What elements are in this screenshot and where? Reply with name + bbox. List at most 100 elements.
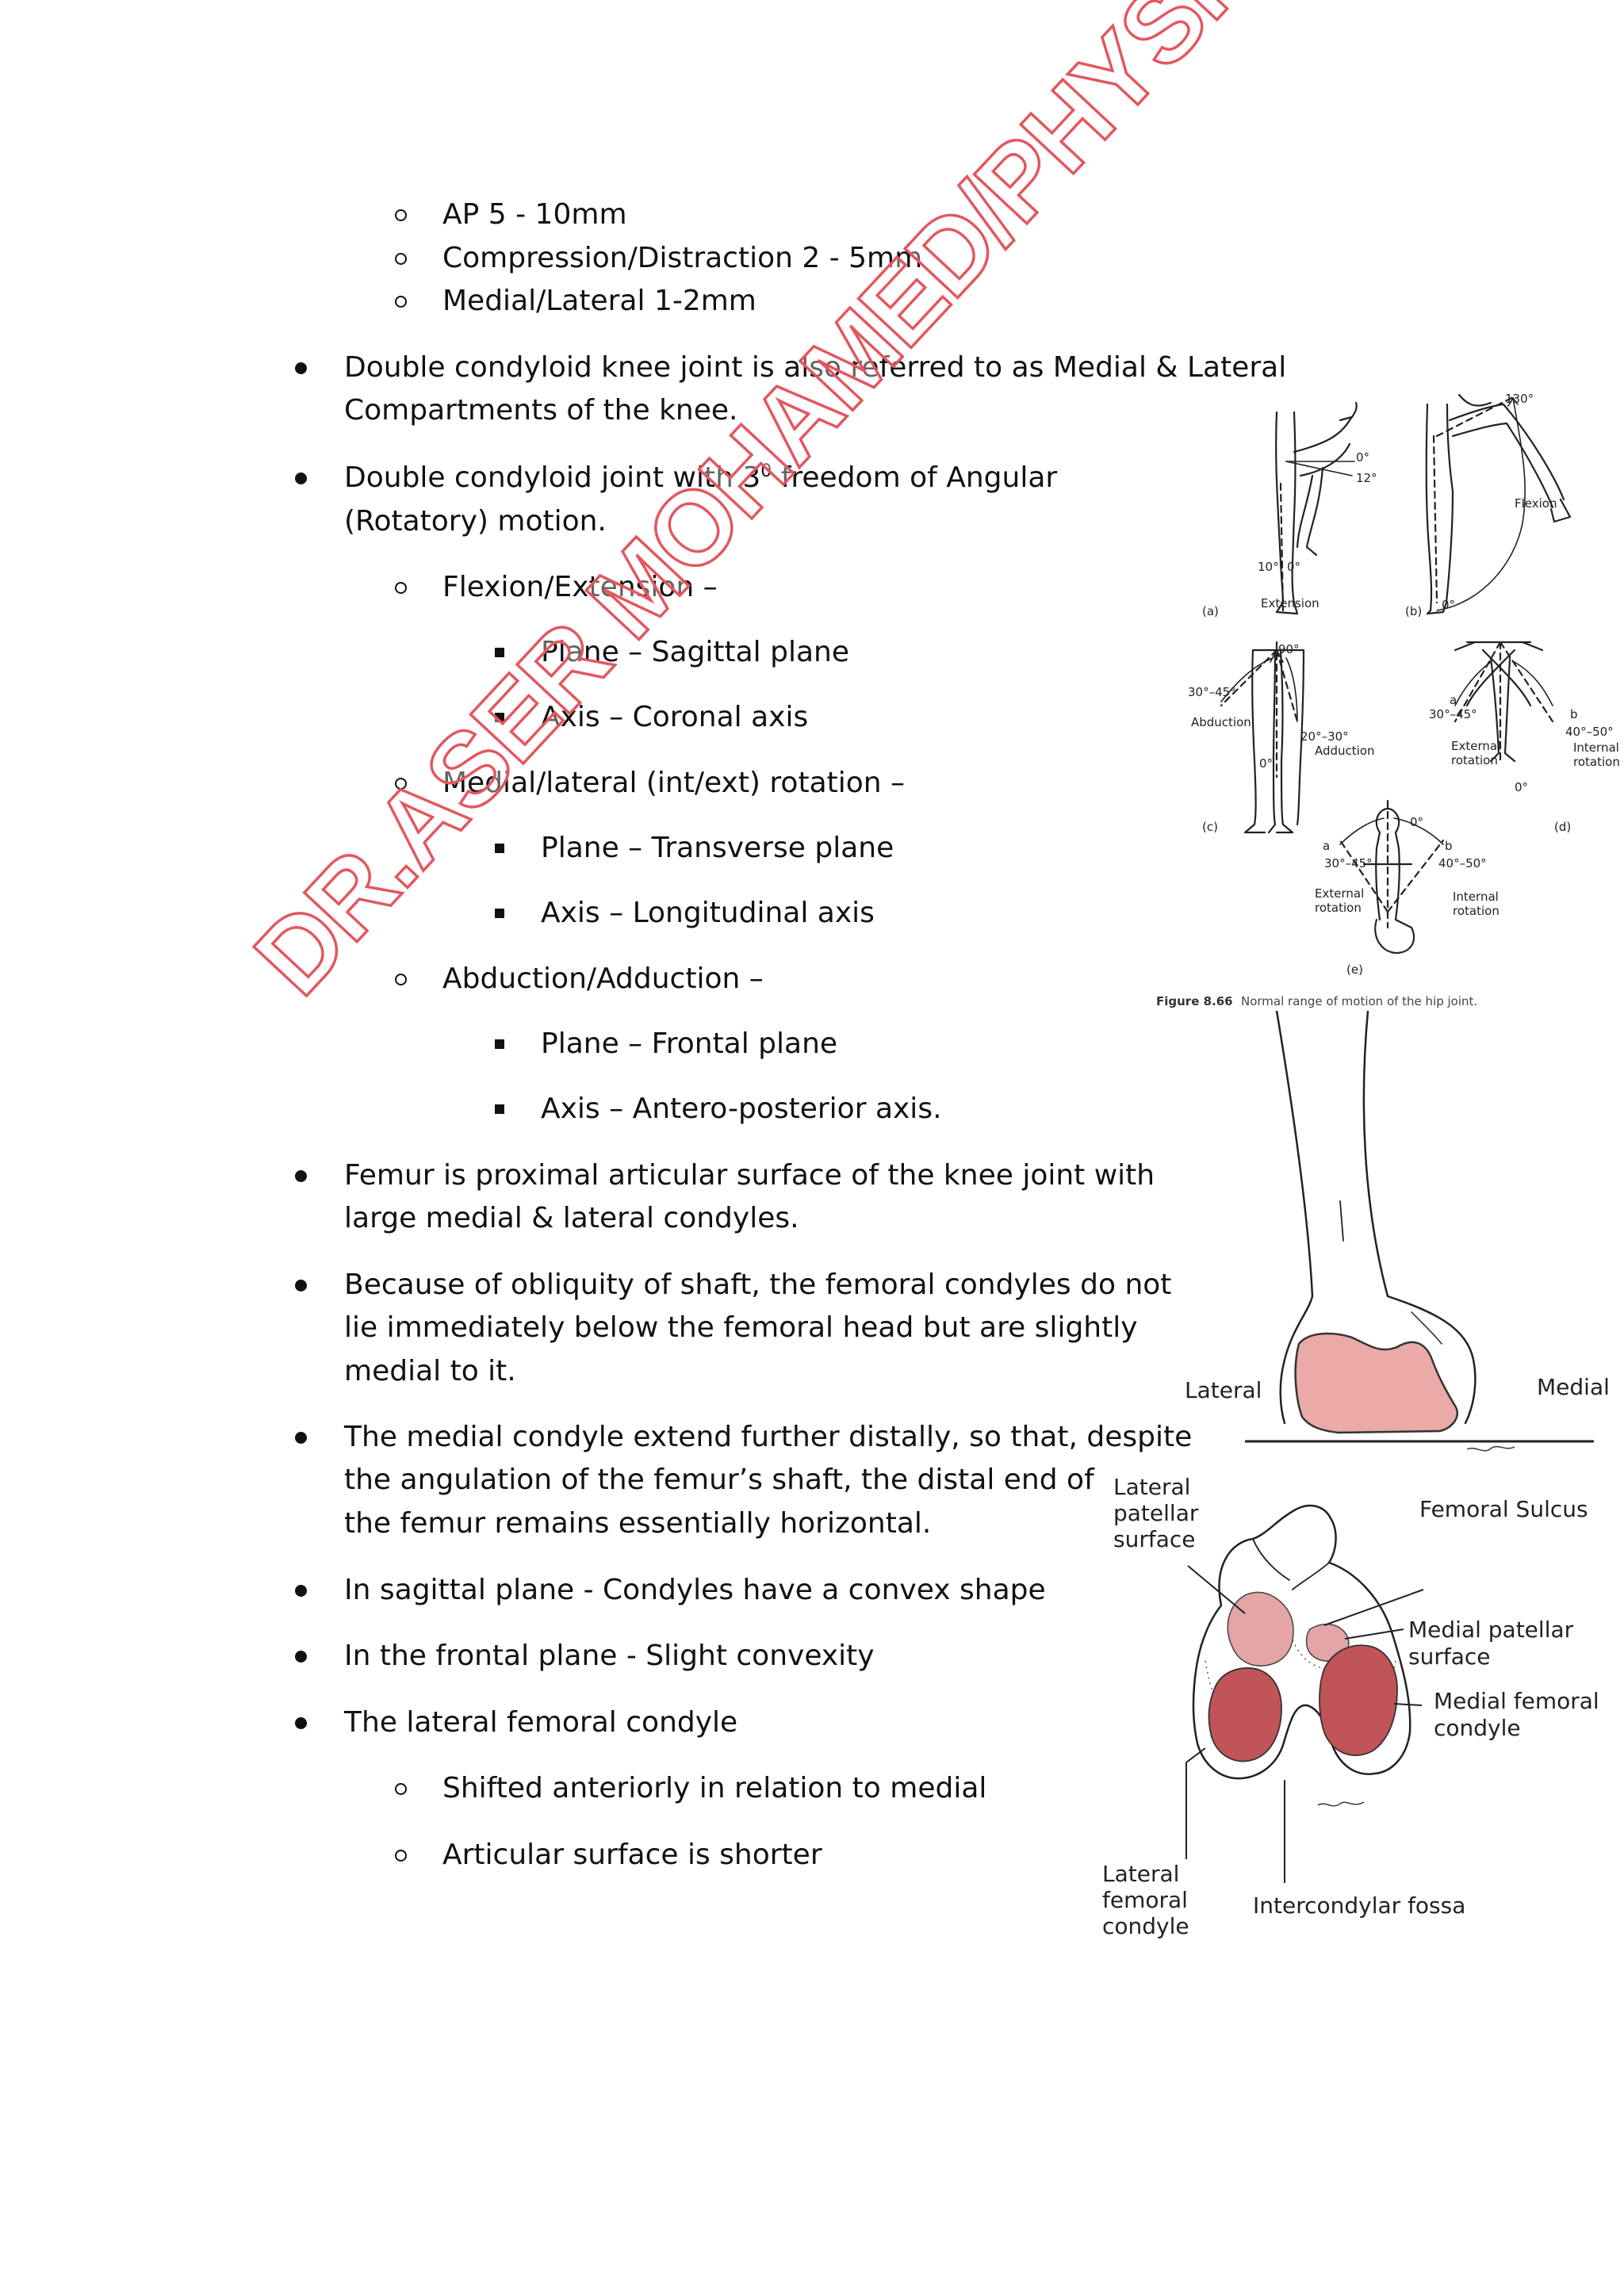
label-lateral-patellar-3: surface [1113, 1526, 1195, 1552]
panel-e-b: b [1445, 839, 1453, 853]
panel-c-3045: 30°–45° [1188, 685, 1236, 699]
bullet-square [495, 1104, 504, 1114]
artist-signature [1466, 1445, 1515, 1452]
line-text: Femur is proximal articular surface of t… [344, 1159, 1155, 1192]
label-intercondylar-fossa: Intercondylar fossa [1253, 1892, 1465, 1919]
bullet-circle [395, 582, 407, 594]
text-line: AP 5 - 10mm [442, 193, 627, 236]
panel-a-extension: Extension [1261, 596, 1320, 610]
panel-e-external: External [1315, 886, 1364, 901]
line-text: Double condyloid knee joint is also refe… [344, 351, 1287, 384]
panel-e-drawing [1362, 807, 1415, 955]
text-line: The lateral femoral condyle [344, 1701, 737, 1744]
panel-c-adduction: Adduction [1315, 744, 1375, 758]
line-text: Axis – Longitudinal axis [541, 897, 875, 929]
text-line: Articular surface is shorter [442, 1834, 822, 1877]
bullet-disc [295, 1170, 307, 1182]
bullet-circle [395, 1850, 407, 1862]
text-line: Axis – Coronal axis [541, 696, 808, 739]
label-medial-condyle-2: condyle [1434, 1715, 1521, 1741]
label-lateral-condyle-3: condyle [1102, 1913, 1189, 1939]
text-line: the femur remains essentially horizontal… [344, 1502, 931, 1545]
line-text: Plane – Sagittal plane [541, 636, 850, 668]
hip-rom-figure: 0° 12° 10° 0° Extension (a) 130° Flexion… [1156, 392, 1620, 1008]
distal-femur-outline [1192, 1504, 1411, 1780]
label-medial-patellar-1: Medial patellar [1408, 1617, 1574, 1643]
panel-c-2030: 20°–30° [1300, 729, 1349, 744]
bullet-disc [295, 1432, 307, 1444]
panel-b-flexion: Flexion [1515, 496, 1557, 511]
panel-e-internal: Internal [1453, 890, 1499, 904]
femur-label-lateral: Lateral [1185, 1377, 1262, 1403]
text-line: Femur is proximal articular surface of t… [344, 1154, 1155, 1197]
panel-d-drawing [1454, 641, 1544, 763]
panel-e-a: a [1323, 839, 1330, 853]
superscript: 0 [760, 461, 772, 481]
panel-e-4050: 40°–50° [1438, 856, 1487, 871]
femur-articular-cartilage [1294, 1332, 1458, 1434]
text-line: The medial condyle extend further distal… [344, 1416, 1192, 1459]
figure-caption-text: Normal range of motion of the hip joint. [1241, 994, 1477, 1008]
bullet-disc [295, 1585, 307, 1597]
panel-c-90: 90° [1278, 642, 1300, 656]
panel-e-3045: 30°–45° [1324, 856, 1373, 871]
label-lateral-condyle-2: femoral [1102, 1887, 1188, 1913]
bullet-circle [395, 1783, 407, 1795]
text-line: large medial & lateral condyles. [344, 1197, 799, 1240]
line-text: In sagittal plane - Condyles have a conv… [344, 1574, 1046, 1606]
panel-d-a: a [1450, 693, 1457, 707]
line-text: The lateral femoral condyle [344, 1706, 738, 1739]
line-text: Articular surface is shorter [442, 1839, 822, 1871]
line-text: Plane – Transverse plane [541, 832, 894, 864]
line-text: Axis – Antero-posterior axis. [541, 1093, 942, 1125]
text-line: Medial/Lateral 1-2mm [442, 280, 756, 323]
line-text: Compartments of the knee. [344, 394, 738, 427]
text-line: Axis – Antero-posterior axis. [541, 1088, 942, 1131]
text-line: Shifted anteriorly in relation to medial [442, 1767, 986, 1810]
line-text: Because of obliquity of shaft, the femor… [344, 1269, 1172, 1301]
panel-b-130: 130° [1505, 392, 1534, 406]
text-line: Compression/Distraction 2 - 5mm [442, 237, 922, 280]
panel-a-10: 10° [1258, 560, 1279, 574]
panel-e-0: 0° [1410, 815, 1423, 829]
panel-c-abduction: Abduction [1191, 715, 1251, 729]
bullet-circle [395, 209, 407, 221]
label-lateral-patellar-2: patellar [1113, 1500, 1199, 1526]
label-medial-patellar-2: surface [1408, 1644, 1490, 1670]
text-line: Plane – Sagittal plane [541, 631, 849, 674]
line-text: Shifted anteriorly in relation to medial [442, 1772, 987, 1804]
text-line: (Rotatory) motion. [344, 500, 607, 543]
distal-femur-figure: Lateral patellar surface Femoral Sulcus … [1102, 1474, 1599, 1939]
panel-c-0: 0° [1259, 756, 1273, 771]
line-text: Abduction/Adduction – [442, 962, 764, 995]
line-text-after: freedom of Angular [772, 461, 1058, 494]
panel-a-12: 12° [1356, 471, 1377, 485]
line-text: the angulation of the femur’s shaft, the… [344, 1464, 1094, 1496]
line-text: large medial & lateral condyles. [344, 1202, 799, 1234]
text-line: Double condyloid joint with 30 freedom o… [344, 457, 1057, 499]
panel-d-external: External [1451, 739, 1500, 753]
bullet-disc [295, 473, 307, 484]
text-line: Flexion/Extension – [442, 566, 718, 609]
panel-a-0: 0° [1356, 450, 1369, 465]
bullet-square [495, 648, 504, 657]
femur-figure: Lateral Medial [1185, 1011, 1610, 1452]
panel-d-tag: (d) [1554, 820, 1571, 834]
line-text: Flexion/Extension – [442, 571, 718, 603]
bullet-square [495, 713, 504, 722]
bullet-circle [395, 253, 407, 265]
panel-d-0: 0° [1515, 780, 1528, 794]
line-text: the femur remains essentially horizontal… [344, 1507, 932, 1540]
line-text: Plane – Frontal plane [541, 1027, 838, 1060]
line-text: lie immediately below the femoral head b… [344, 1311, 1138, 1344]
bullet-disc [295, 1280, 307, 1292]
panel-e-introt: rotation [1453, 904, 1500, 918]
panel-a-0b: 0° [1287, 560, 1300, 574]
text-line: lie immediately below the femoral head b… [344, 1307, 1138, 1349]
line-text: Compression/Distraction 2 - 5mm [442, 242, 923, 274]
lateral-patellar-surface [1227, 1591, 1294, 1667]
text-line: Double condyloid knee joint is also refe… [344, 346, 1286, 389]
line-text: Axis – Coronal axis [541, 701, 809, 733]
text-line: In the frontal plane - Slight convexity [344, 1635, 875, 1678]
line-text: AP 5 - 10mm [442, 198, 627, 231]
